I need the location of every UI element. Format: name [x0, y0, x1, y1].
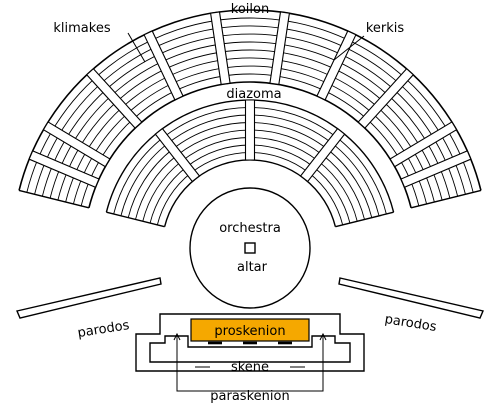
paraskenion-arrow-right: [319, 332, 327, 341]
koilon-label: koilon: [231, 2, 269, 17]
altar-label: altar: [237, 260, 268, 275]
skene-inner-wall: [149, 335, 351, 363]
upper-seat-row: [26, 17, 474, 193]
diazoma-label: diazoma: [226, 87, 281, 102]
klimakes-pointer: [127, 32, 146, 63]
klimax-stair: [316, 30, 357, 101]
skene-outline: [135, 313, 365, 372]
paraskenion-label: paraskenion: [210, 389, 289, 404]
kerkis-label: kerkis: [366, 21, 405, 36]
klimakes-stairways: [18, 11, 482, 228]
upper-seat-row: [72, 65, 428, 205]
klimax-stair: [85, 67, 143, 129]
paraskenion-arrow-left: [173, 332, 181, 341]
upper-seat-row: [34, 25, 466, 195]
upper-seating-rows: [18, 9, 482, 209]
cavea-edge: [18, 189, 90, 209]
upper-seat-row: [88, 81, 412, 209]
proskenion-label: proskenion: [214, 324, 285, 339]
cavea-edge: [410, 189, 482, 209]
parodos-left-wall: [16, 277, 162, 319]
label-pointers: [127, 32, 365, 392]
klimax-stair: [244, 99, 256, 161]
upper-seat-row: [18, 9, 482, 191]
klimax-stair: [209, 11, 231, 86]
orchestra-label: orchestra: [219, 221, 281, 236]
kerkis-pointer: [333, 35, 365, 61]
klimax-stair: [357, 67, 415, 129]
parodos-left-label: parodos: [76, 318, 130, 341]
skene-label: skene: [231, 360, 269, 375]
cavea-edge: [335, 211, 394, 228]
cavea-edge: [106, 211, 165, 228]
klimakes-label: klimakes: [53, 21, 110, 36]
upper-seat-row: [57, 49, 443, 201]
klimax-stair: [389, 121, 458, 168]
parodos-right-label: parodos: [384, 312, 438, 335]
stage-building: [135, 313, 365, 372]
altar-box: [244, 242, 256, 254]
klimax-stair: [28, 150, 100, 189]
klimax-stair: [143, 30, 184, 101]
klimax-stair: [269, 11, 291, 86]
paraskenion-bracket: [176, 334, 324, 392]
parodos-right-wall: [338, 277, 484, 319]
klimax-stair: [299, 127, 346, 183]
klimax-stair: [42, 121, 111, 168]
proskenion-box: [190, 318, 310, 342]
klimax-stair: [154, 127, 201, 183]
upper-seat-row: [41, 33, 459, 197]
klimax-stair: [400, 150, 472, 189]
upper-seat-row: [65, 57, 435, 203]
upper-seat-row: [49, 41, 451, 199]
upper-seat-row: [80, 73, 420, 207]
